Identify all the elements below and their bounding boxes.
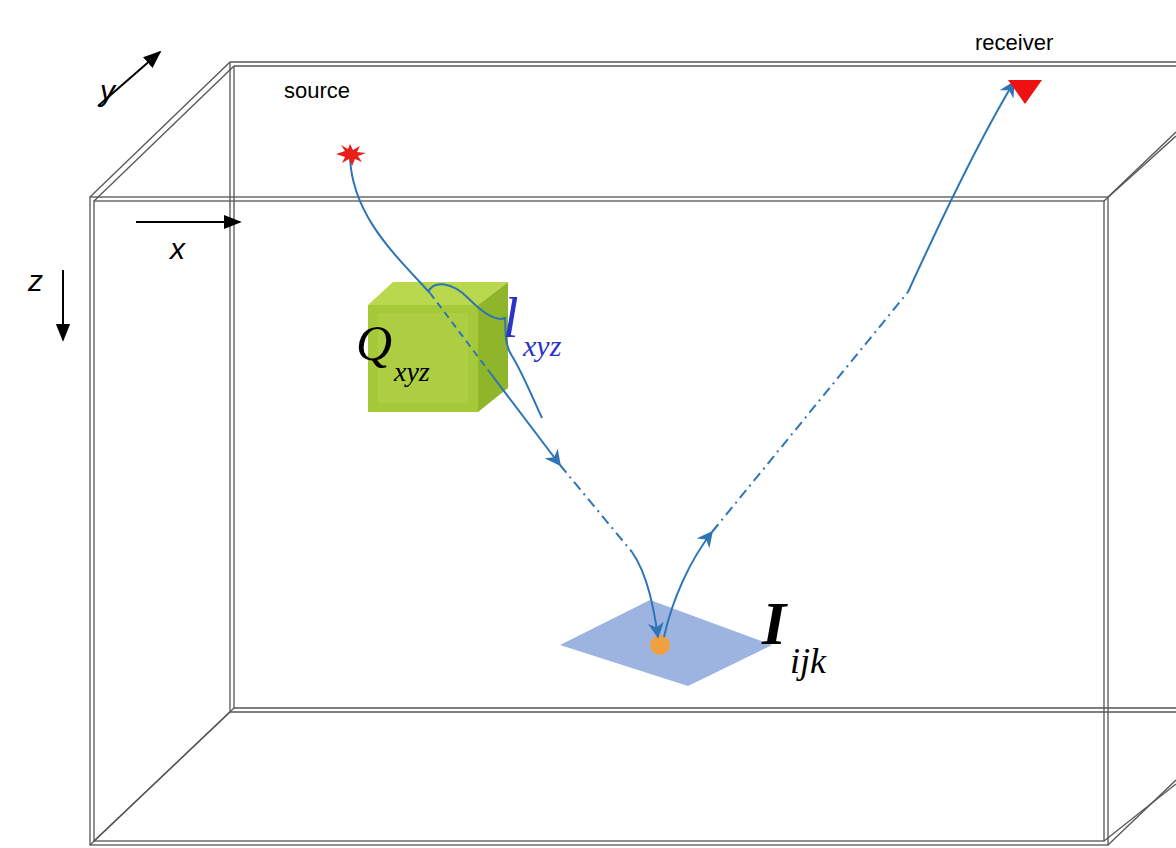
- ray-path: [350, 82, 1014, 637]
- anomaly-cell: Qxyz: [350, 300, 480, 412]
- cell-symbol: Q: [356, 318, 392, 368]
- axis-label: y: [100, 76, 115, 106]
- subscript: xyz: [394, 358, 430, 386]
- subscript: ijk: [790, 643, 826, 679]
- image-symbol: I: [762, 592, 786, 654]
- axes: [63, 52, 240, 340]
- model-box: [90, 62, 1176, 845]
- path-length-symbol: l: [503, 290, 519, 346]
- receiver-triangle: [1008, 80, 1042, 104]
- source-star: [336, 144, 366, 166]
- axis-label: x: [170, 234, 185, 264]
- receiver-label: receiver: [975, 32, 1053, 54]
- source-label: source: [284, 80, 350, 102]
- axis-label: z: [28, 266, 43, 296]
- reflection-point: [650, 635, 670, 655]
- reflector-plane: [560, 600, 772, 686]
- subscript: xyz: [523, 331, 561, 361]
